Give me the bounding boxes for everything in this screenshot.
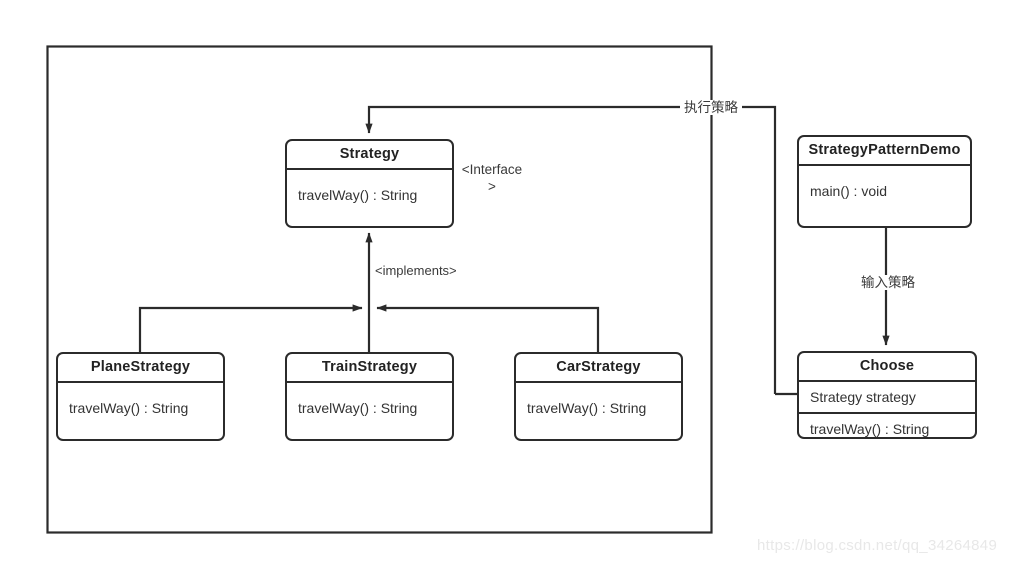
class-box-train-strategy[interactable]: TrainStrategy travelWay() : String (285, 352, 454, 441)
class-method-choose: travelWay() : String (810, 421, 930, 437)
edge-label-input-strategy: 输入策略 (857, 275, 919, 290)
edge-implements-car (376, 304, 600, 352)
class-title-train-strategy: TrainStrategy (321, 359, 418, 375)
class-member-strategy-pattern-demo-0: main() : void (810, 182, 888, 199)
class-member-car-strategy-0: travelWay() : String (527, 399, 647, 416)
class-separator (516, 381, 681, 383)
class-title-strategy: Strategy (339, 146, 400, 162)
class-title-choose: Choose (859, 358, 915, 374)
edge-implements-plane (138, 304, 363, 352)
edge-label-implements: <implements> (371, 263, 461, 278)
stereotype-interface-label: <Interface> (461, 162, 523, 194)
class-member-train-strategy-0: travelWay() : String (298, 399, 418, 416)
class-box-plane-strategy[interactable]: PlaneStrategy travelWay() : String (56, 352, 225, 441)
class-separator (799, 380, 975, 382)
package-boundary (46, 45, 713, 534)
class-title-plane-strategy: PlaneStrategy (90, 359, 191, 375)
class-box-car-strategy[interactable]: CarStrategy travelWay() : String (514, 352, 683, 441)
class-separator (287, 168, 452, 170)
class-separator (799, 412, 975, 414)
class-separator (58, 381, 223, 383)
class-separator (799, 164, 970, 166)
class-title-strategy-pattern-demo: StrategyPatternDemo (808, 142, 961, 158)
class-field-choose: Strategy strategy (810, 389, 916, 405)
class-member-plane-strategy-0: travelWay() : String (69, 399, 189, 416)
watermark-text: https://blog.csdn.net/qq_34264849 (757, 537, 998, 554)
class-box-strategy-pattern-demo[interactable]: StrategyPatternDemo main() : void (797, 135, 972, 228)
class-title-car-strategy: CarStrategy (556, 359, 641, 375)
class-box-choose[interactable]: Choose Strategy strategy travelWay() : S… (797, 351, 977, 439)
class-member-strategy-0: travelWay() : String (298, 186, 418, 203)
class-box-strategy[interactable]: Strategy travelWay() : String (285, 139, 454, 228)
edge-label-execute-strategy: 执行策略 (680, 100, 742, 115)
class-separator (287, 381, 452, 383)
